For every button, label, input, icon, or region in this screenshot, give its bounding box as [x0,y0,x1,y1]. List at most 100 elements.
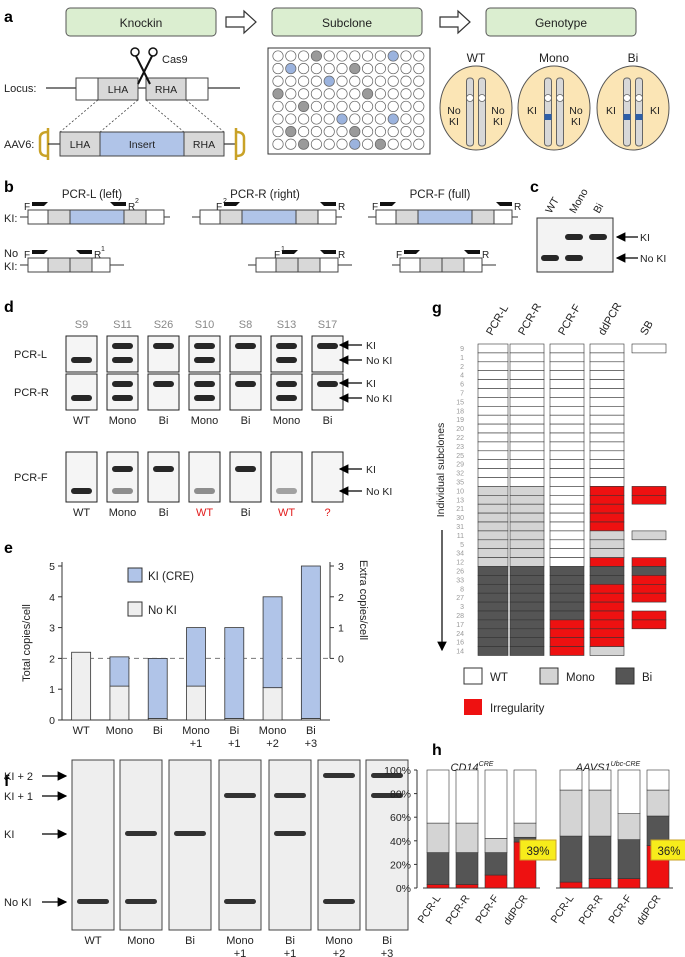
primer-reverse-icon [320,202,336,206]
gel-lane-panel [268,759,312,931]
g-cell [509,370,545,380]
e-ytick-label-right: 3 [338,561,344,573]
noki-exon [319,257,339,273]
e-ytick-label-left: 3 [49,623,55,635]
well [285,75,297,87]
e-ytick-label-right: 2 [338,592,344,604]
gel-lane-box [188,451,221,503]
gel-band [323,899,355,904]
g-row-label: 10 [456,488,464,495]
h-bar-mono [426,822,450,853]
g-ylabel: Individual subclones [435,423,447,518]
well [298,63,310,75]
step-box-genotype [485,7,637,37]
pcr-assay-title: PCR-L (left) [62,189,122,201]
gel-band-ki [317,343,338,349]
g-cell [509,583,545,594]
g-cell [589,423,625,434]
g-cell [631,486,667,496]
gel-band-noki [112,395,133,401]
g-cell [477,450,509,460]
primer-reverse-icon [110,202,126,206]
well [387,138,399,150]
primer-forward-icon [224,202,240,206]
g-cell [477,361,509,371]
locus-exon-left [75,77,99,101]
g-row-label: 14 [456,649,464,656]
well [310,63,322,75]
e-bar-ki [109,656,130,687]
genotype-call: Bi [159,507,169,519]
scissors-icon-ring-left [130,47,140,57]
g-row-label: 6 [460,382,464,389]
well [285,100,297,112]
gel-band [274,793,306,798]
gel-lane-box [270,335,303,373]
gel-lane-box [147,451,180,503]
g-cell [631,583,667,594]
ki-exon [317,209,337,225]
ki-insert-mark [635,114,643,120]
gel-band-ki [153,466,174,472]
gel-lane-box [147,335,180,373]
g-cell [477,512,509,523]
e-bar-ki [300,565,321,719]
homology-dash [59,99,99,133]
sample-id: S9 [75,319,88,331]
homology-dash [145,99,185,133]
g-row-label: 24 [456,631,464,638]
well [387,88,399,100]
g-cell [549,521,585,532]
gel-lane-box [65,451,98,503]
g-cell [509,530,545,541]
well [323,100,335,112]
well [285,88,297,100]
g-cell [589,432,625,443]
g-cell [549,601,585,612]
well [272,113,284,125]
g-row-label: 23 [456,444,464,451]
well [362,138,374,150]
g-cell [477,414,509,425]
well [374,50,386,62]
g-cell [477,405,509,416]
g-cell [509,637,545,647]
primer-reverse-icon [76,250,92,254]
gel-band-ki [235,381,256,387]
g-legend-swatch [539,667,559,685]
well [336,88,348,100]
h-bar-irr [455,884,479,889]
noki-exon [91,257,111,273]
g-row-label: 9 [460,346,464,353]
g-cell [589,566,625,576]
g-cell [589,557,625,567]
genotype-call: Mono [273,415,301,427]
e-ytick-label-right: 0 [338,653,344,665]
ki-insert-mark [544,114,552,120]
genotype-name: WT [467,51,486,65]
locus-lha [97,77,139,101]
well [349,126,361,138]
g-cell [589,521,625,532]
gel-lane-box [229,451,262,503]
gel-lane-box [270,451,303,503]
g-cell [589,637,625,647]
g-column-label: SB [638,319,656,338]
h-group-title-sup: Ubc-CRE [611,761,641,768]
well [323,126,335,138]
g-row-label: 34 [456,551,464,558]
g-cell [509,539,545,549]
lane-label: Mono [567,187,591,216]
h-ytick-label: 0% [396,883,411,895]
noki-row-label: KI: [4,261,17,273]
g-row-label: 21 [456,506,464,513]
ki-exon [493,209,513,225]
g-row-label: 29 [456,462,464,469]
chromosome [478,77,486,147]
g-row-label: 35 [456,480,464,487]
ki-rha [295,209,319,225]
well [349,50,361,62]
g-cell [509,486,545,496]
well [349,113,361,125]
